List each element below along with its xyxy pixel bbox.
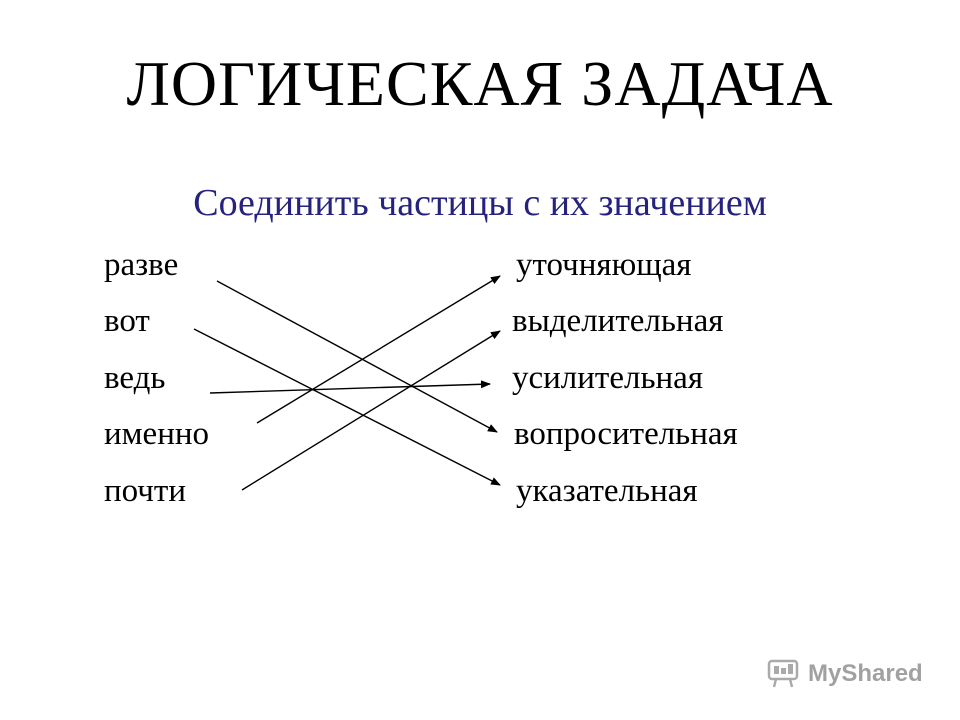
particle-imenno: именно (104, 416, 210, 452)
arrow-ved-to-usilitelnaya (209, 380, 491, 394)
particle-ved: ведь (104, 360, 166, 396)
slide-subtitle: Соединить частицы с их значением (193, 182, 767, 224)
particle-pochti: почти (104, 473, 186, 509)
meaning-ukazatelnaya: указательная (516, 473, 698, 509)
arrow-imenno-to-utochnyayushchaya (256, 275, 501, 424)
meaning-usilitelnaya: усилительная (512, 360, 704, 396)
meaning-vydelitelnaya: выделительная (512, 303, 724, 339)
arrow-razve-to-voprositelnaya (216, 280, 498, 433)
watermark-text: MyShared (808, 660, 923, 687)
myshared-logo-icon (767, 659, 799, 688)
arrow-pochti-to-vydelitelnaya (241, 330, 501, 491)
slide-title: ЛОГИЧЕСКАЯ ЗАДАЧА (126, 48, 834, 119)
myshared-watermark: MyShared (766, 656, 923, 692)
particle-vot: вот (104, 303, 150, 339)
meaning-voprositelnaya: вопросительная (514, 416, 738, 452)
meaning-utochnyayushchaya: уточняющая (516, 247, 692, 283)
arrow-vot-to-ukazatelnaya (193, 328, 501, 486)
particle-razve: разве (104, 247, 179, 283)
